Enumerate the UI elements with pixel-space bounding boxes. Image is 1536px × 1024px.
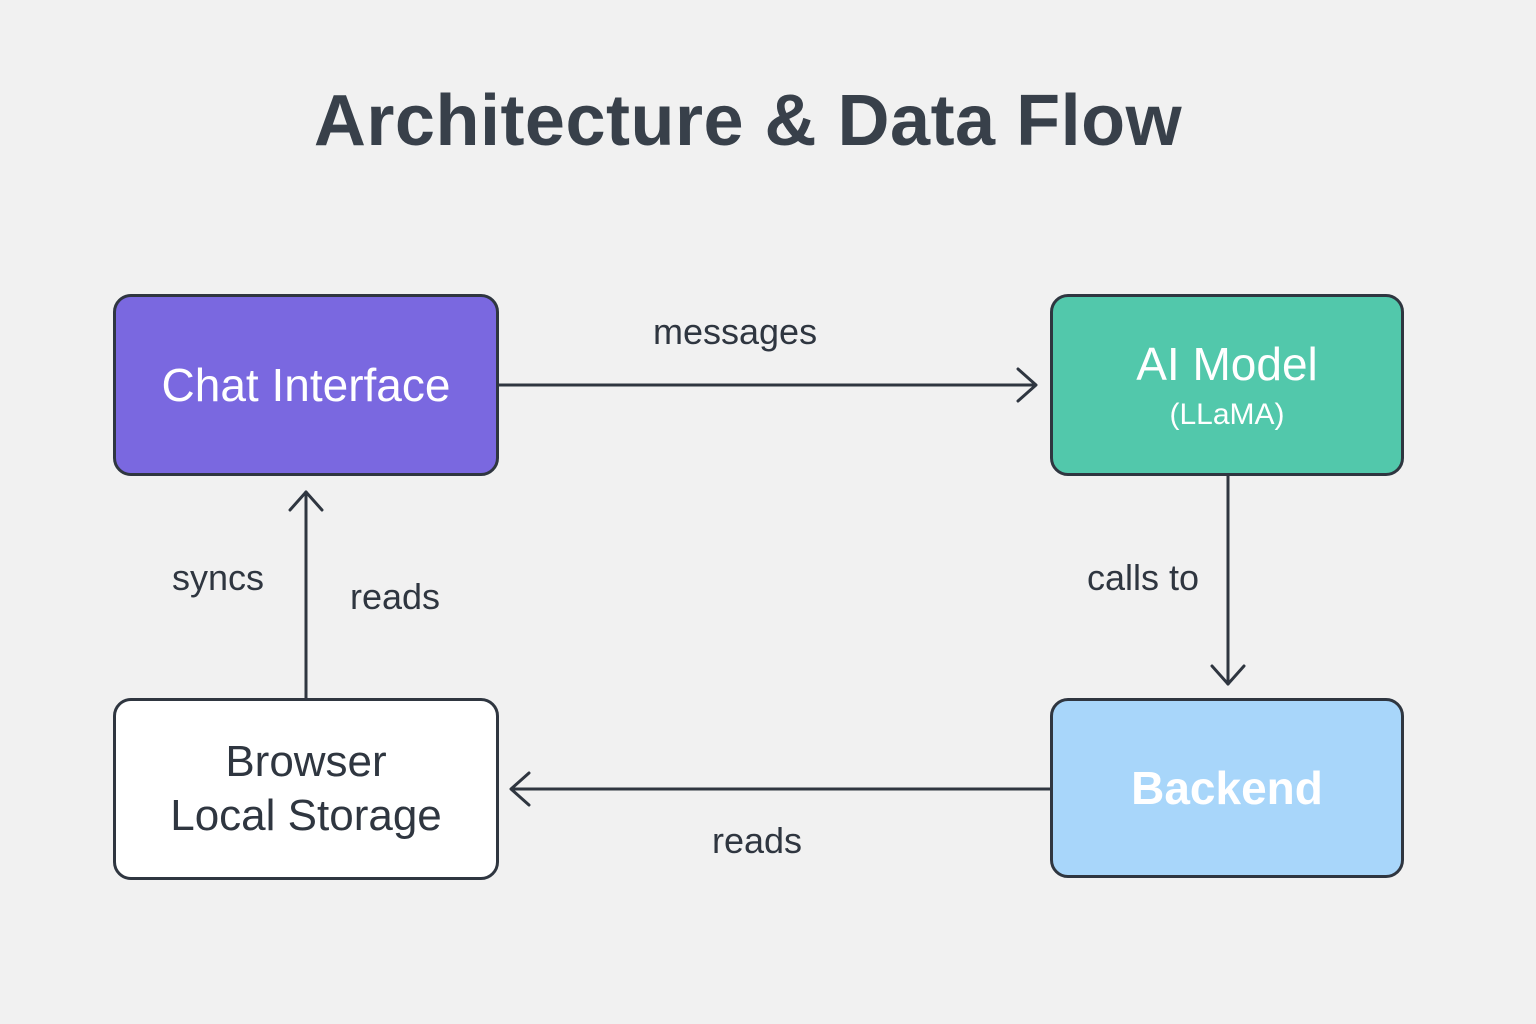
- edge-label-reads-bottom: reads: [712, 820, 803, 861]
- ai-model-sublabel: (LLaMA): [1169, 398, 1285, 432]
- edge-label-calls-to: calls to: [1087, 557, 1200, 598]
- backend-label: Backend: [1131, 761, 1323, 814]
- chat-interface-label: Chat Interface: [161, 358, 451, 411]
- diagram-title: Architecture & Data Flow: [313, 81, 1183, 161]
- chat-interface-node: Chat Interface: [113, 294, 499, 476]
- edge-chat-to-model: [497, 367, 1038, 403]
- browser-storage-line2: Local Storage: [170, 791, 442, 840]
- edge-backend-to-storage: [509, 771, 1052, 807]
- edge-label-reads-left: reads: [350, 576, 441, 617]
- ai-model-label: AI Model: [1136, 337, 1318, 390]
- browser-storage-node: Browser Local Storage: [113, 698, 499, 880]
- backend-node: Backend: [1050, 698, 1404, 878]
- edge-label-syncs: syncs: [172, 557, 265, 598]
- ai-model-node: AI Model (LLaMA): [1050, 294, 1404, 476]
- edge-model-to-backend: [1210, 474, 1246, 686]
- browser-storage-line1: Browser: [225, 737, 387, 786]
- edge-storage-to-chat: [288, 490, 324, 700]
- edge-label-messages: messages: [653, 311, 818, 352]
